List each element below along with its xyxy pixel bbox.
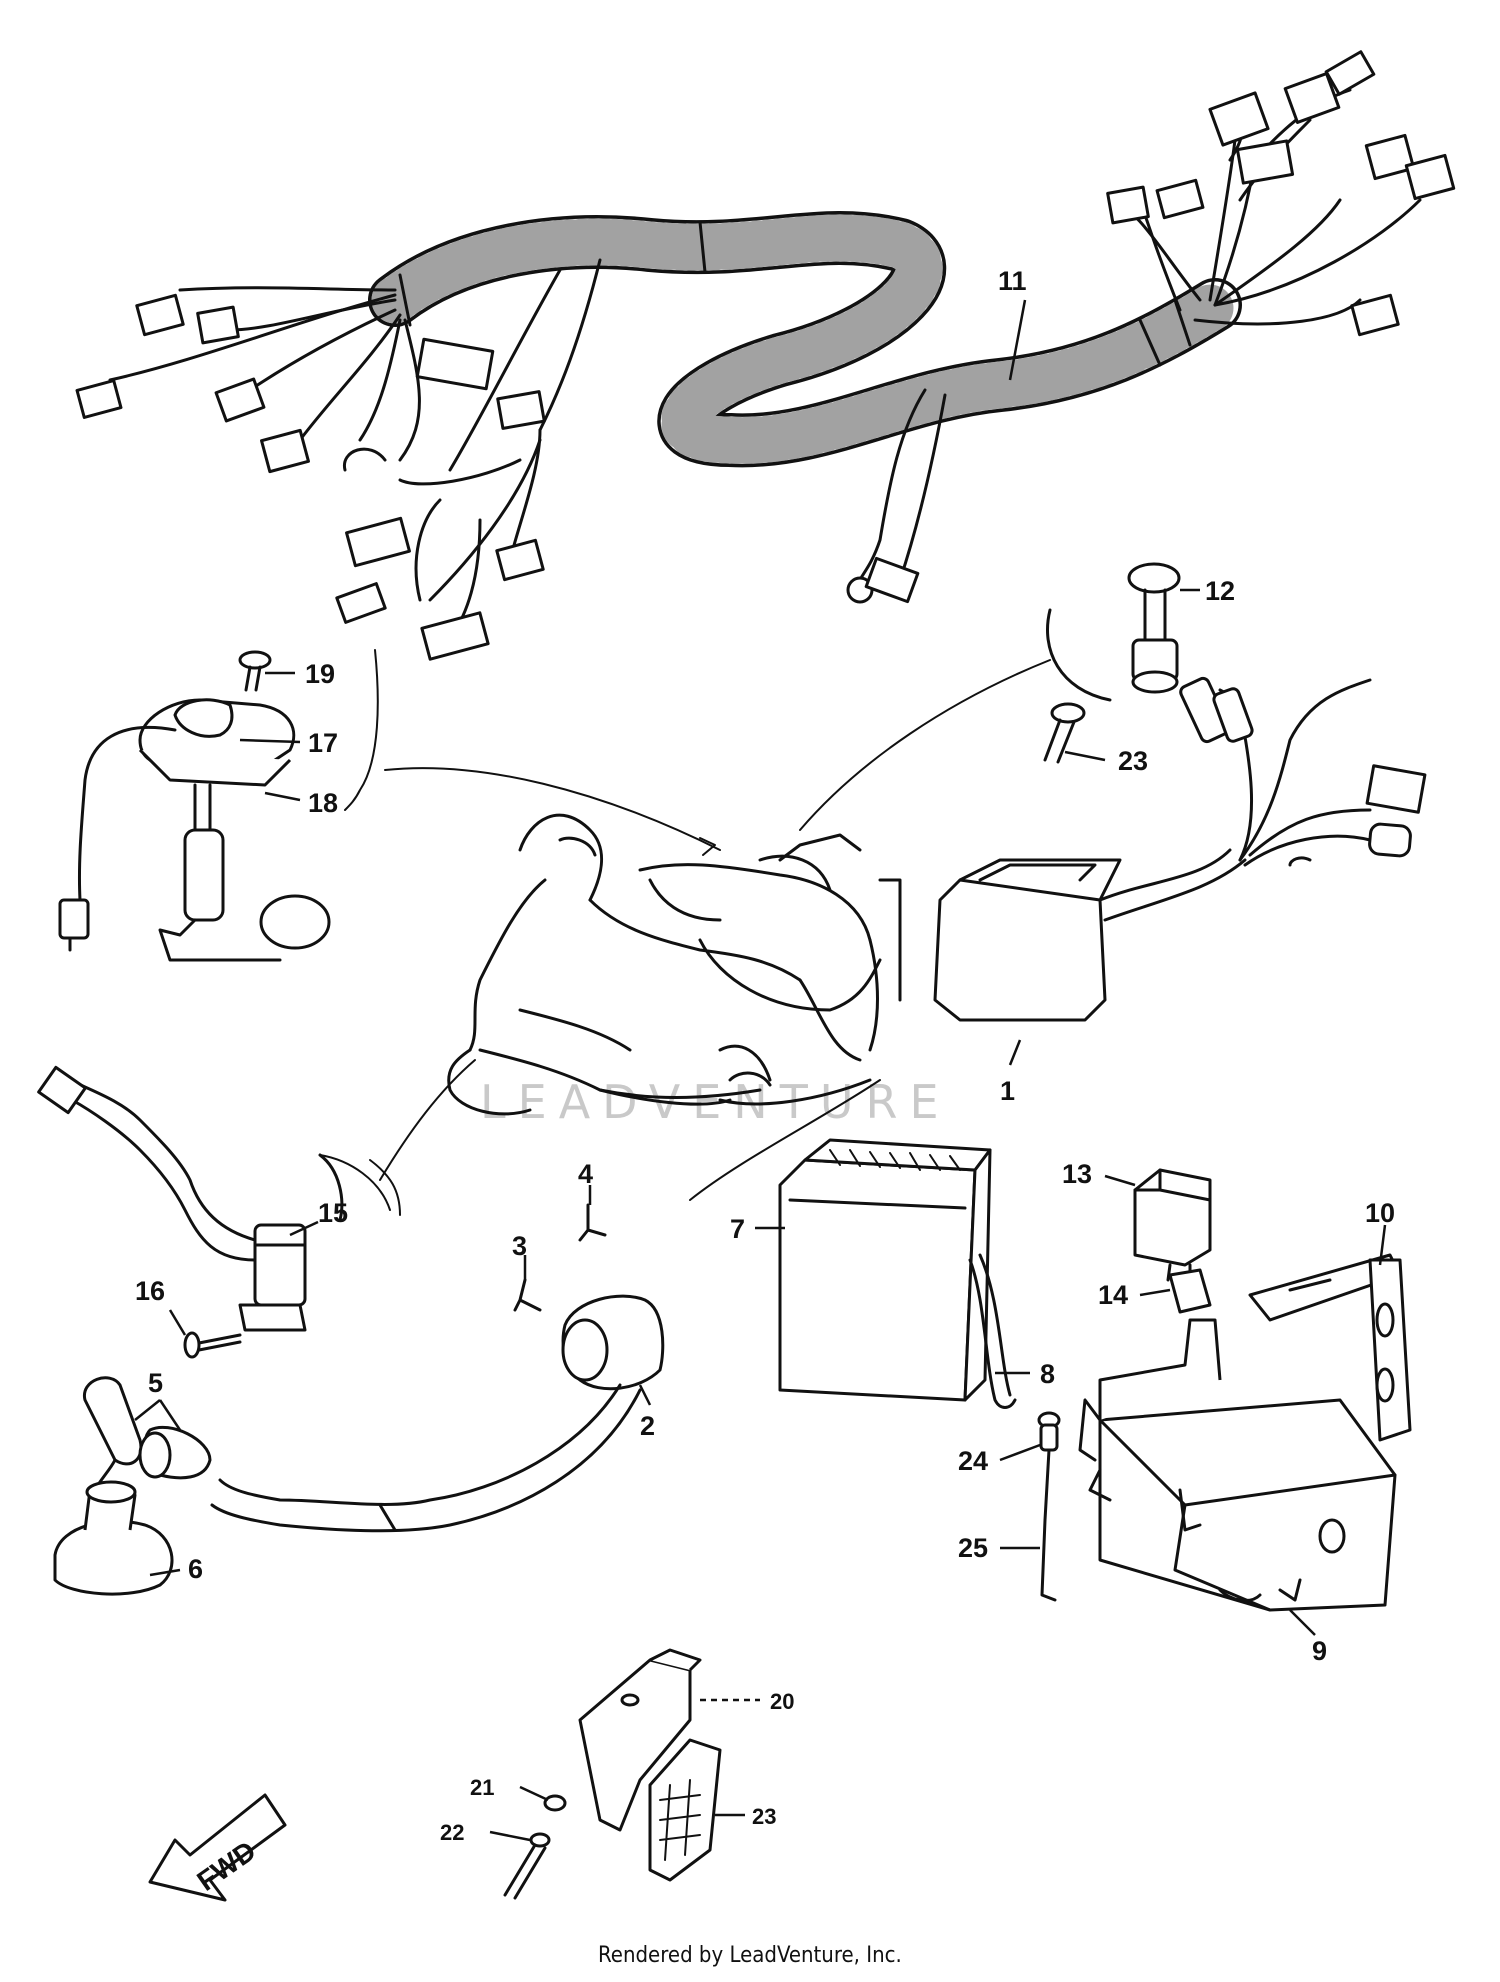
callout-14: 14 bbox=[1098, 1280, 1128, 1310]
callout-3: 3 bbox=[512, 1231, 527, 1261]
callouts: 11 12 23 19 17 18 1 15 16 5 6 3 bbox=[134, 266, 1395, 1845]
callout-8: 8 bbox=[1040, 1359, 1055, 1389]
callout-13: 13 bbox=[1062, 1159, 1092, 1189]
fuse-clip[interactable] bbox=[1168, 1268, 1212, 1314]
leader-line bbox=[379, 1059, 476, 1181]
callout-24: 24 bbox=[958, 1446, 988, 1476]
mounting-plate[interactable] bbox=[578, 1648, 702, 1832]
leader-line bbox=[689, 1079, 881, 1201]
ignition-coil[interactable] bbox=[210, 1294, 665, 1533]
relay[interactable] bbox=[1133, 1168, 1212, 1282]
callout-23b: 23 bbox=[752, 1804, 776, 1829]
bolt[interactable] bbox=[503, 1832, 551, 1900]
callout-23a: 23 bbox=[1118, 746, 1148, 776]
callout-1: 1 bbox=[1000, 1076, 1015, 1106]
fuel-sender[interactable] bbox=[58, 650, 331, 962]
callout-15: 15 bbox=[318, 1198, 348, 1228]
wire-harness[interactable] bbox=[75, 50, 1456, 661]
callout-10: 10 bbox=[1365, 1198, 1395, 1228]
callout-7: 7 bbox=[730, 1214, 745, 1244]
ground-lead[interactable] bbox=[1037, 1411, 1061, 1602]
callout-2: 2 bbox=[640, 1411, 655, 1441]
callout-5: 5 bbox=[148, 1368, 163, 1398]
callout-25: 25 bbox=[958, 1533, 988, 1563]
washer[interactable] bbox=[543, 1794, 567, 1812]
battery-bracket[interactable] bbox=[1248, 1253, 1412, 1442]
scooter-outline bbox=[447, 813, 902, 1116]
wire-clamp[interactable] bbox=[578, 1203, 607, 1242]
callout-11: 11 bbox=[998, 266, 1027, 296]
footer-credit: Rendered by LeadVenture, Inc. bbox=[598, 1943, 902, 1968]
callout-16: 16 bbox=[135, 1276, 165, 1306]
damper-rubber[interactable] bbox=[648, 1738, 722, 1882]
battery-box[interactable] bbox=[1078, 1318, 1397, 1612]
cdi-unit[interactable] bbox=[933, 676, 1427, 1022]
callout-20: 20 bbox=[770, 1689, 794, 1714]
leader-line bbox=[384, 767, 721, 851]
callout-22: 22 bbox=[440, 1820, 464, 1845]
callout-17: 17 bbox=[308, 728, 338, 758]
forward-direction-arrow: FWD bbox=[148, 1793, 287, 1902]
callout-18: 18 bbox=[308, 788, 338, 818]
spark-plug-cap[interactable] bbox=[83, 1376, 212, 1492]
fuse-holder[interactable] bbox=[1127, 562, 1181, 694]
callout-21: 21 bbox=[470, 1775, 494, 1800]
wire-clamp[interactable] bbox=[513, 1278, 542, 1312]
callout-12: 12 bbox=[1205, 576, 1235, 606]
battery[interactable] bbox=[778, 1138, 1017, 1409]
callout-19: 19 bbox=[305, 659, 335, 689]
callout-4: 4 bbox=[578, 1159, 593, 1189]
callout-9: 9 bbox=[1312, 1636, 1327, 1666]
leader-line bbox=[799, 659, 1051, 831]
starter-relay[interactable] bbox=[37, 1065, 344, 1359]
callout-6: 6 bbox=[188, 1554, 203, 1584]
screw[interactable] bbox=[1043, 702, 1086, 764]
plug-cap-cover[interactable] bbox=[53, 1480, 174, 1596]
